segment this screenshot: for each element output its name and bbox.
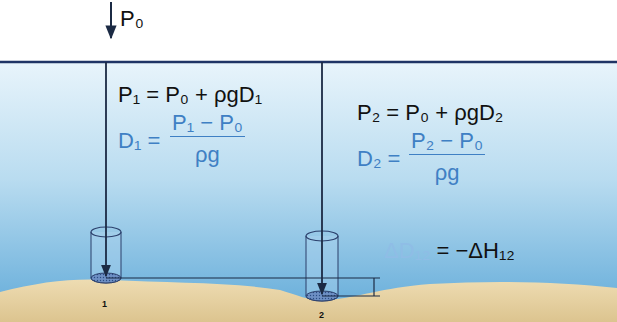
fraction-numerator: P₂ − P₀	[409, 128, 485, 155]
difference-term: ΔD₁₂	[384, 238, 431, 263]
fraction-denominator: ρg	[195, 142, 220, 167]
fraction-denominator: ρg	[435, 160, 460, 185]
depth-formula: D₁ =	[118, 128, 160, 153]
point-number: 1	[102, 299, 107, 309]
difference-formula: = −ΔH₁₂	[437, 238, 515, 263]
point-number: 2	[319, 310, 324, 320]
dimension-line	[373, 278, 374, 296]
pressure-label: P₀	[120, 6, 144, 31]
depth-line	[321, 62, 323, 294]
pressure-arrow	[110, 2, 112, 38]
depth-line	[105, 62, 107, 276]
fraction-numerator: P₁ − P₀	[170, 110, 245, 137]
pressure-formula: P₁ = P₀ + ρgD₁	[118, 82, 262, 107]
water-body	[0, 62, 617, 322]
pressure-formula: P₂ = P₀ + ρgD₂	[357, 100, 503, 125]
reference-line	[106, 277, 380, 278]
depth-formula: D₂ =	[357, 146, 400, 171]
water-surface	[0, 61, 617, 64]
reference-line	[322, 295, 380, 296]
